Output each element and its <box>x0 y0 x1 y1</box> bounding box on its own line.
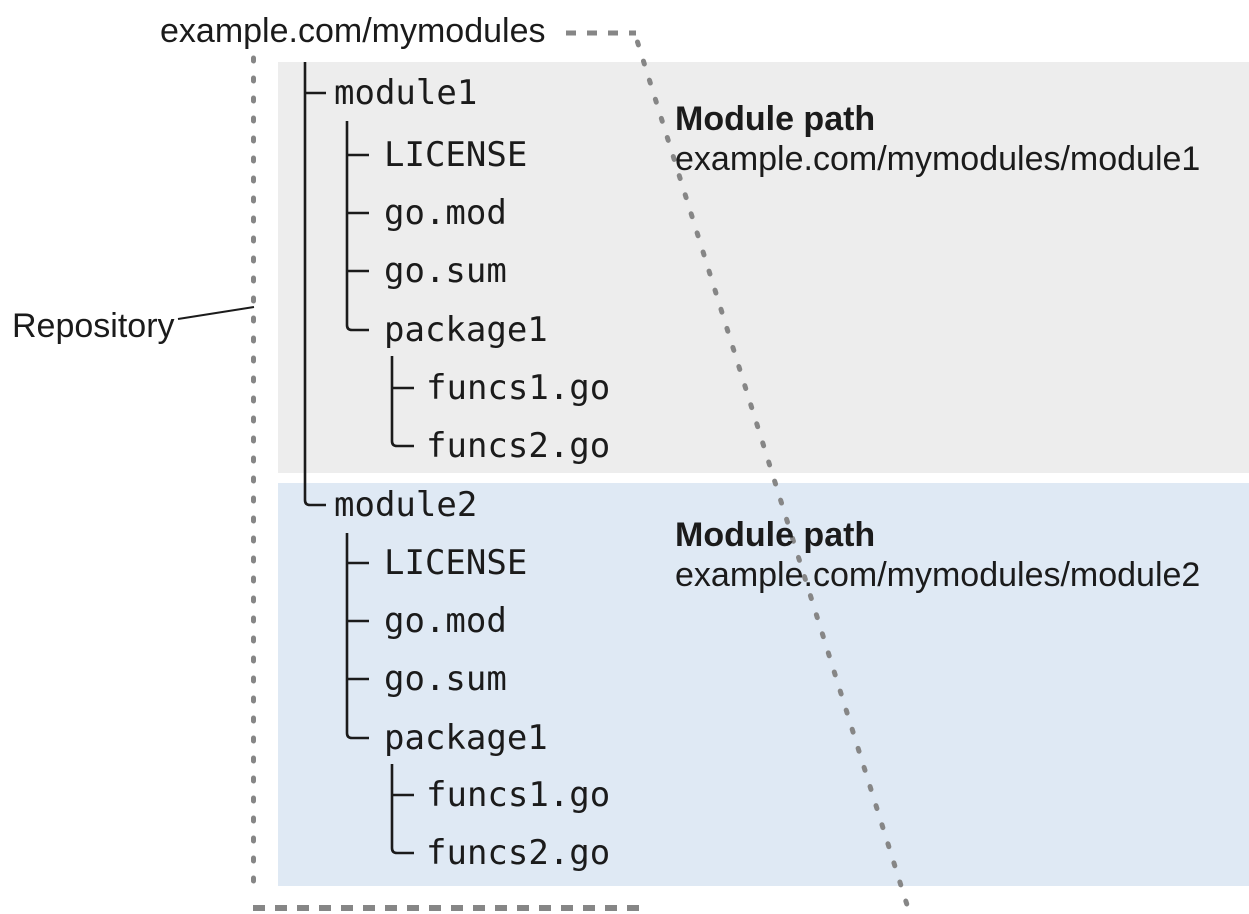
tree-item-module2-funcs2go: funcs2.go <box>426 833 611 873</box>
repo-url-label: example.com/mymodules <box>160 12 546 50</box>
module1-path-block: Module path example.com/mymodules/module… <box>675 99 1200 179</box>
module-path-heading: Module path <box>675 100 876 138</box>
tree-item-module1-package1: package1 <box>384 310 548 350</box>
module-path-heading: Module path <box>675 516 876 554</box>
tree-item-module1-gosum: go.sum <box>384 251 507 291</box>
tree-item-module2-gosum: go.sum <box>384 659 507 699</box>
tree-item-module2-package1: package1 <box>384 718 548 758</box>
tree-item-module1-funcs1go: funcs1.go <box>426 368 611 408</box>
repository-pointer-line <box>177 306 255 320</box>
tree-item-module1-license: LICENSE <box>384 135 528 175</box>
repository-label: Repository <box>12 307 175 345</box>
tree-item-module2-gomod: go.mod <box>384 601 507 641</box>
module-path-value: example.com/mymodules/module1 <box>675 140 1201 178</box>
module2-path-block: Module path example.com/mymodules/module… <box>675 515 1200 595</box>
tree-item-module2: module2 <box>334 485 478 525</box>
tree-item-module2-funcs1go: funcs1.go <box>426 775 611 815</box>
module-path-value: example.com/mymodules/module2 <box>675 556 1201 594</box>
tree-item-module1-funcs2go: funcs2.go <box>426 426 611 466</box>
tree-item-module1: module1 <box>334 73 478 113</box>
tree-item-module1-gomod: go.mod <box>384 193 507 233</box>
tree-item-module2-license: LICENSE <box>384 543 528 583</box>
